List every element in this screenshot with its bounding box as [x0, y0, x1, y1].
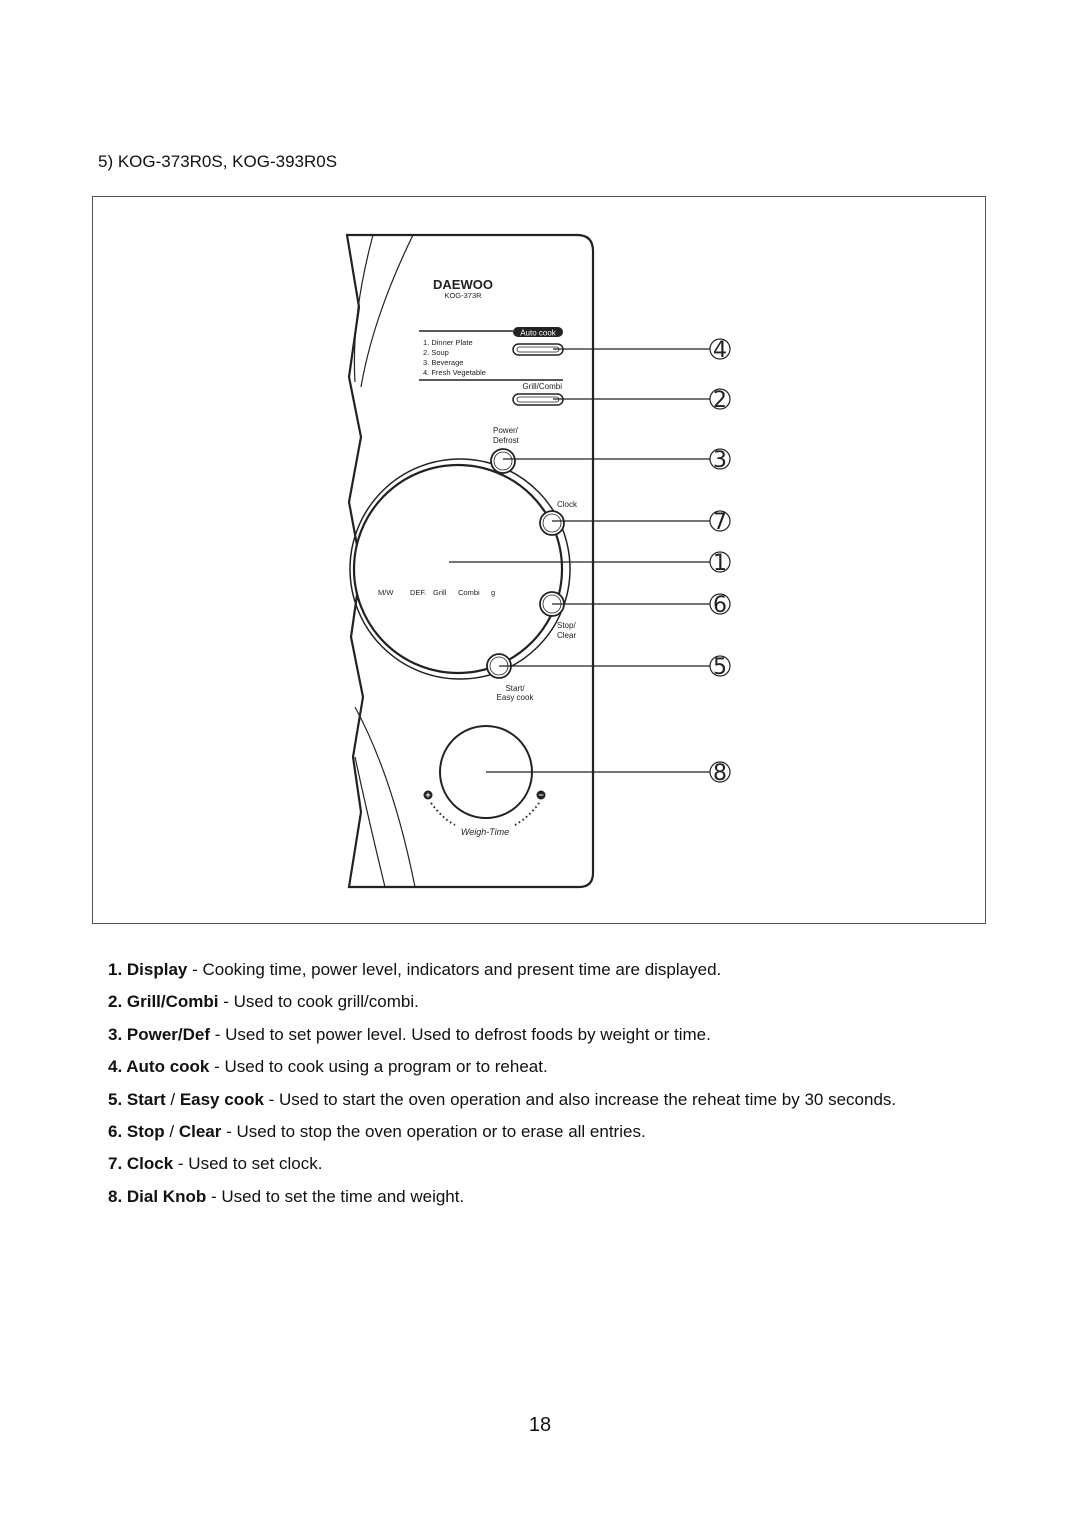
- menu-item: 2. Soup: [423, 348, 449, 357]
- panel-curve: [353, 234, 374, 383]
- indicator-combi: Combi: [458, 588, 480, 597]
- callout-7: 7: [709, 510, 731, 535]
- section-title: 5) KOG-373R0S, KOG-393R0S: [98, 152, 338, 171]
- clock-label: Clock: [557, 500, 578, 509]
- description-list: 1. Display - Cooking time, power level, …: [108, 954, 988, 1213]
- desc-start-easy-cook: 5. Start / Easy cook - Used to start the…: [108, 1089, 897, 1109]
- display-ring: [349, 458, 571, 680]
- svg-text:2: 2: [713, 388, 727, 413]
- auto-cook-badge: [513, 327, 563, 337]
- callout-1: 1: [709, 551, 731, 576]
- brand-logo: DAEWOO: [433, 277, 493, 292]
- menu-item: 3. Beverage: [423, 358, 463, 367]
- callout-3: 3: [709, 448, 731, 473]
- callout-6: 6: [709, 593, 731, 618]
- panel-outline: [345, 233, 595, 889]
- diagram-frame: DAEWOO KOG-373R Auto cook 1. Dinner Plat…: [92, 196, 986, 924]
- panel-curve: [360, 234, 414, 388]
- dial-plus-icon: [423, 790, 433, 800]
- power-defrost-button[interactable]: [490, 448, 516, 474]
- display-window: [352, 463, 564, 675]
- svg-text:8: 8: [713, 761, 727, 786]
- grill-combi-label: Grill/Combi: [522, 382, 562, 391]
- callout-2: 2: [709, 388, 731, 413]
- desc-stop-clear: 6. Stop / Clear - Used to stop the oven …: [108, 1122, 646, 1142]
- svg-text:5: 5: [713, 655, 727, 680]
- indicator-mw: M/W: [378, 588, 394, 597]
- svg-text:−: −: [538, 790, 543, 800]
- callout-4: 4: [709, 338, 731, 363]
- desc-grill-combi: 2. Grill/Combi - Used to cook grill/comb…: [108, 992, 419, 1012]
- menu-item: 4. Fresh Vegetable: [423, 368, 486, 377]
- desc-dial-knob: 8. Dial Knob - Used to set the time and …: [108, 1186, 465, 1206]
- callout-8: 8: [709, 761, 731, 786]
- menu-item: 1. Dinner Plate: [423, 338, 473, 347]
- indicator-grill: Grill: [433, 588, 447, 597]
- panel-curve: [354, 706, 416, 888]
- clear-label: Clear: [557, 631, 576, 640]
- dial-minus-icon: [536, 790, 546, 800]
- stop-label: Stop/: [557, 621, 576, 630]
- power-label: Power/: [493, 426, 519, 435]
- svg-text:3: 3: [713, 448, 727, 473]
- dial-arc-dots: [430, 802, 456, 826]
- svg-text:4: 4: [713, 338, 727, 363]
- desc-clock: 7. Clock - Used to set clock.: [108, 1154, 323, 1174]
- desc-auto-cook: 4. Auto cook - Used to cook using a prog…: [108, 1057, 548, 1077]
- desc-power-def: 3. Power/Def - Used to set power level. …: [108, 1024, 711, 1044]
- defrost-label: Defrost: [493, 436, 520, 445]
- indicator-def: DEF.: [410, 588, 426, 597]
- start-label: Start/: [505, 684, 525, 693]
- model-label: KOG-373R: [444, 291, 482, 300]
- svg-text:1: 1: [713, 551, 727, 576]
- svg-text:+: +: [425, 790, 430, 800]
- svg-text:6: 6: [713, 593, 727, 618]
- page-number: 18: [528, 1414, 552, 1436]
- auto-cook-label: Auto cook: [520, 329, 557, 338]
- callout-5: 5: [709, 655, 731, 680]
- panel-curve: [354, 756, 386, 888]
- dial-label: Weigh-Time: [461, 827, 509, 837]
- control-panel-diagram: DAEWOO KOG-373R Auto cook 1. Dinner Plat…: [345, 233, 731, 889]
- indicator-g: g: [491, 588, 495, 597]
- desc-display: 1. Display - Cooking time, power level, …: [108, 960, 722, 979]
- easy-cook-label: Easy cook: [497, 693, 535, 702]
- clock-button[interactable]: [539, 510, 565, 536]
- svg-text:7: 7: [713, 510, 727, 535]
- dial-arc-dots: [514, 802, 540, 826]
